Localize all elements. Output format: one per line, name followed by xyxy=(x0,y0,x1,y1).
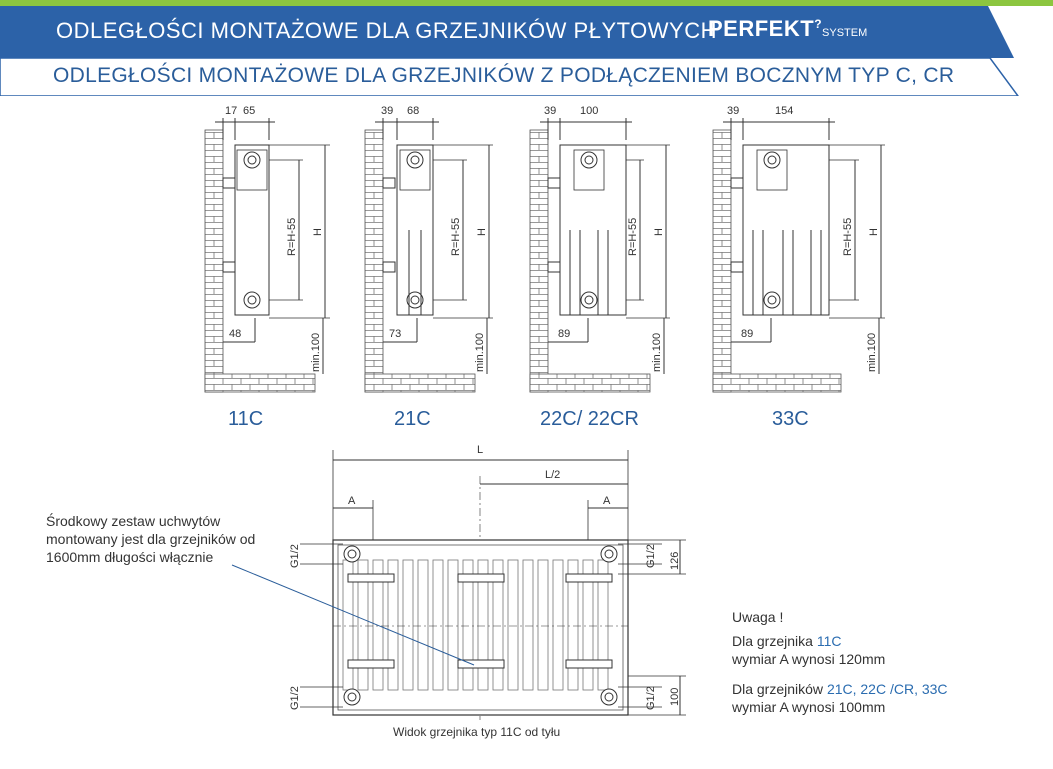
dim-A-right: A xyxy=(603,495,611,507)
dim-depth: 68 xyxy=(407,105,419,117)
dim-h: H xyxy=(312,228,324,236)
radiator-body xyxy=(332,539,629,716)
brand-suffix: SYSTEM xyxy=(822,27,868,39)
dim-depth: 65 xyxy=(243,105,255,117)
wall xyxy=(204,129,224,393)
dim-r: R=H-55 xyxy=(450,218,462,256)
floor xyxy=(204,373,316,393)
dim-top-offset: 126 xyxy=(669,552,681,570)
dim-g-top-left: G1/2 xyxy=(289,544,301,568)
dim-min: min.100 xyxy=(310,333,322,372)
dim-bottom: 73 xyxy=(389,328,401,340)
dim-bottom-offset: 100 xyxy=(669,688,681,706)
type-label-33c: 33C xyxy=(772,408,809,430)
dim-g-bottom-left: G1/2 xyxy=(289,686,301,710)
type-label-22c: 22C/ 22CR xyxy=(540,408,639,430)
wall xyxy=(529,129,549,393)
diagram-11c: 17 65 R=H-55 H min.100 48 xyxy=(204,105,330,393)
dim-wall-gap: 39 xyxy=(727,105,739,117)
note-line-3-types: 21C, 22C /CR, 33C xyxy=(826,681,948,697)
dim-min: min.100 xyxy=(651,333,663,372)
floor xyxy=(529,373,651,393)
floor xyxy=(712,373,842,393)
top-accent-bar xyxy=(0,0,1053,6)
header-title: ODLEGŁOŚCI MONTAŻOWE DLA GRZEJNIKÓW PŁYT… xyxy=(56,18,717,43)
dim-min: min.100 xyxy=(474,333,486,372)
wall xyxy=(364,129,384,393)
brand-logo: PERFEKT?SYSTEM xyxy=(708,16,868,41)
note-line-3-text: Dla grzejników xyxy=(732,681,827,697)
diagram-21c: 39 68 R=H-55 H min.100 73 xyxy=(364,105,493,393)
dim-depth: 154 xyxy=(775,105,793,117)
note-line-2: wymiar A wynosi 120mm xyxy=(732,651,886,667)
dim-r: R=H-55 xyxy=(286,218,298,256)
dim-wall-gap: 17 xyxy=(225,105,237,117)
note-line-1-text: Dla grzejnika xyxy=(732,633,817,649)
dim-h: H xyxy=(476,228,488,236)
note-line-3: Dla grzejników 21C, 22C /CR, 33C xyxy=(732,680,948,698)
dim-bottom: 48 xyxy=(229,328,241,340)
note-title: Uwaga ! xyxy=(732,609,784,625)
rear-view-diagram: L L/2 A A xyxy=(231,444,686,720)
dim-r: R=H-55 xyxy=(627,218,639,256)
note-line-1: Dla grzejnika 11C xyxy=(732,632,841,650)
callout-leader xyxy=(231,564,475,666)
center-bracket-note: Środkowy zestaw uchwytów montowany jest … xyxy=(46,513,256,565)
dim-min: min.100 xyxy=(866,333,878,372)
diagram-33c: 39 154 R=H-55 H min.100 89 xyxy=(712,105,885,393)
dim-L2: L/2 xyxy=(545,469,560,481)
type-label-11c: 11C xyxy=(228,408,264,430)
floor xyxy=(364,373,476,393)
dim-L: L xyxy=(477,444,483,456)
dim-h: H xyxy=(868,228,880,236)
dim-r: R=H-55 xyxy=(842,218,854,256)
dim-wall-gap: 39 xyxy=(381,105,393,117)
dim-wall-gap: 39 xyxy=(544,105,556,117)
dim-h: H xyxy=(653,228,665,236)
mounting-brackets xyxy=(347,573,613,669)
type-label-21c: 21C xyxy=(394,408,431,430)
subtitle: ODLEGŁOŚCI MONTAŻOWE DLA GRZEJNIKÓW Z PO… xyxy=(53,64,955,87)
dim-bottom: 89 xyxy=(741,328,753,340)
note-line-1-type: 11C xyxy=(816,633,842,649)
wall xyxy=(712,129,732,393)
subtitle-band xyxy=(0,57,1053,97)
dim-depth: 100 xyxy=(580,105,598,117)
rear-view-caption: Widok grzejnika typ 11C od tyłu xyxy=(393,725,561,739)
dim-g-top-right: G1/2 xyxy=(645,544,657,568)
dim-bottom: 89 xyxy=(558,328,570,340)
banner-shape xyxy=(0,6,1014,58)
diagram-22c: 39 100 R=H-55 H min.100 89 xyxy=(529,105,670,393)
brand-name: PERFEKT xyxy=(708,16,815,41)
note-line-4: wymiar A wynosi 100mm xyxy=(732,699,886,715)
dim-g-bottom-right: G1/2 xyxy=(645,686,657,710)
dim-A-left: A xyxy=(348,495,356,507)
header-banner xyxy=(0,6,1053,58)
